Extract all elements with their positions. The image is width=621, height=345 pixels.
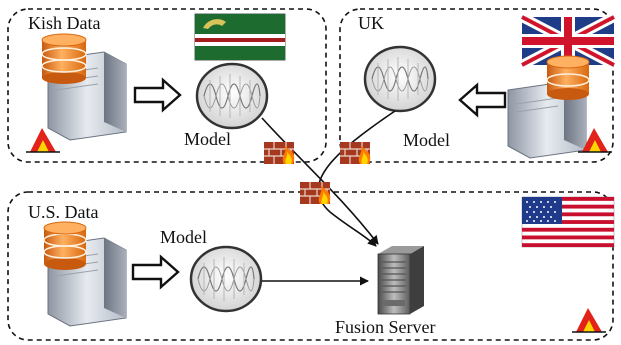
- uk-model-label: Model: [403, 130, 450, 150]
- fusion-server-icon: [377, 246, 424, 315]
- firewall-icon: [339, 141, 371, 165]
- uk-data-to-model-arrow: [458, 82, 507, 118]
- kish-database-icon: [41, 33, 87, 84]
- kish-model-icon: [195, 62, 269, 130]
- kish-tent-icon: [26, 128, 60, 153]
- kish-flag-icon: [194, 13, 286, 61]
- fusion-server-label: Fusion Server: [335, 317, 436, 337]
- kish-data-to-model-arrow: [133, 77, 182, 113]
- us-model-label: Model: [160, 227, 207, 247]
- kish-region-box: [7, 8, 327, 163]
- kish-model-to-fusion-arrow: [261, 117, 379, 245]
- us-tent-icon: [572, 308, 606, 333]
- us-database-icon: [43, 221, 87, 270]
- uk-tent-icon: [578, 128, 612, 153]
- uk-model-icon: [363, 45, 437, 113]
- firewall-icon: [263, 141, 295, 165]
- uk-region-box: [339, 8, 614, 163]
- uk-server-icon: [507, 81, 587, 159]
- uk-model-to-fusion-arrow: [317, 110, 396, 247]
- uk-database-icon: [546, 55, 590, 100]
- uk-region-label: UK: [358, 13, 384, 33]
- firewall-icon: [299, 181, 331, 205]
- kish-model-label: Model: [184, 129, 231, 149]
- us-flag-icon: [521, 196, 615, 248]
- kish-region-label: Kish Data: [28, 13, 100, 33]
- us-data-to-model-arrow: [131, 254, 180, 290]
- us-region-label: U.S. Data: [28, 202, 99, 222]
- us-model-icon: [189, 245, 263, 313]
